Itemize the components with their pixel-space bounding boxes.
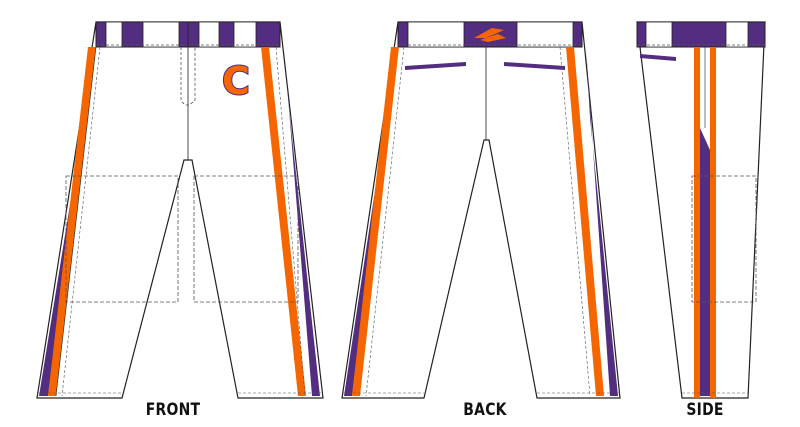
front-view: C <box>36 21 324 399</box>
front-belt-loop <box>105 21 123 48</box>
front-left-knee-panel <box>65 175 179 303</box>
front-right-orange-stripe <box>261 47 306 396</box>
front-logo-letter: C <box>222 59 250 103</box>
side-view <box>636 21 766 399</box>
front-left-orange-stripe <box>48 47 96 396</box>
back-belt-loop <box>516 21 574 48</box>
front-pants-body <box>36 21 324 399</box>
side-knee-panel <box>691 175 757 303</box>
front-belt-loop <box>233 21 257 48</box>
side-orange-stripe <box>710 47 716 398</box>
back-right-orange-stripe <box>566 47 604 396</box>
side-orange-stripe <box>694 47 700 398</box>
side-belt-loop <box>725 21 749 48</box>
back-pants-body <box>341 21 621 399</box>
side-belt-loop <box>645 21 673 48</box>
side-purple-panel <box>700 128 710 396</box>
back-view-label: BACK <box>463 400 507 420</box>
back-left-orange-stripe <box>352 47 399 396</box>
front-belt-loop <box>142 21 180 48</box>
back-left-pocket <box>405 62 466 70</box>
front-fly <box>180 47 196 106</box>
brand-logo-icon <box>474 28 506 42</box>
front-belt-loop <box>198 21 220 48</box>
front-view-label: FRONT <box>145 400 201 420</box>
back-belt-loop <box>407 21 465 48</box>
back-right-pocket <box>504 62 565 70</box>
side-pocket <box>640 54 676 61</box>
front-right-knee-panel <box>193 175 299 303</box>
side-view-label: SIDE <box>686 400 724 420</box>
back-view <box>341 21 621 399</box>
